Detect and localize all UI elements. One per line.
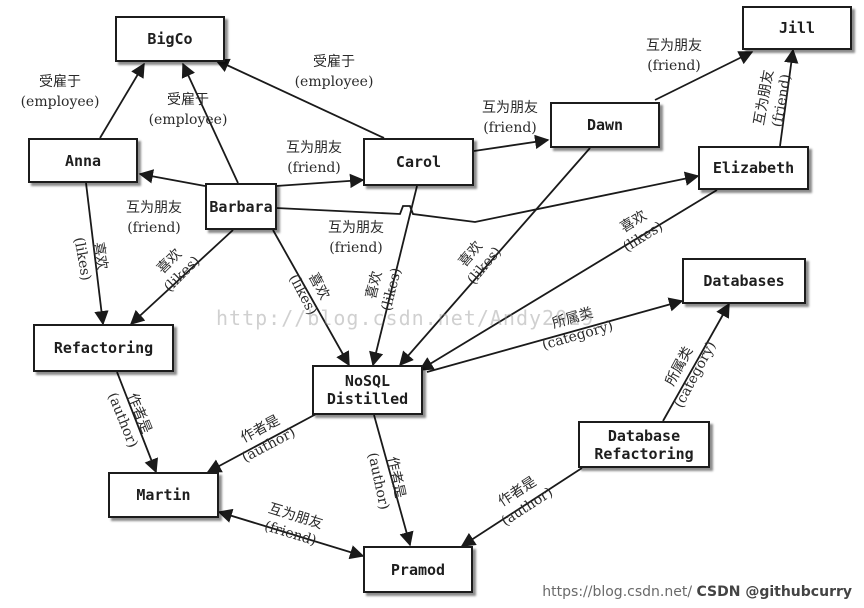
credit-url: https://blog.csdn.net/ (542, 584, 693, 600)
svg-text:(employee): (employee) (295, 74, 374, 90)
label-anna-bigco: 受雇于 (employee) (21, 73, 100, 110)
node-elizabeth[interactable]: Elizabeth (698, 146, 809, 190)
label-elizabeth-nosql: 喜欢 (likes) (618, 208, 666, 256)
svg-text:(friend): (friend) (127, 220, 181, 236)
edge-elizabeth-nosql (418, 189, 718, 371)
edge-barbara-elizabeth (275, 171, 700, 223)
node-nosql-distilled[interactable]: NoSQL Distilled (312, 365, 423, 415)
edge-refactoring-martin (116, 371, 158, 474)
node-barbara[interactable]: Barbara (205, 183, 277, 230)
node-martin[interactable]: Martin (108, 472, 219, 518)
node-dawn-label: Dawn (586, 116, 624, 134)
svg-text:互为朋友: 互为朋友 (646, 38, 702, 54)
svg-text:互为朋友: 互为朋友 (482, 100, 538, 116)
edge-dawn-jill (654, 51, 754, 101)
label-nosql-martin: 作者是 (author) (238, 412, 298, 466)
svg-text:(friend): (friend) (483, 120, 537, 136)
label-barbara-bigco: 受雇于 (employee) (149, 91, 228, 128)
label-dawn-nosql: 喜欢 (likes) (456, 238, 505, 287)
svg-text:(employee): (employee) (21, 94, 100, 110)
edge-martin-pramod (217, 508, 365, 560)
label-martin-pramod: 互为朋友 (friend) (262, 501, 324, 550)
node-carol[interactable]: Carol (363, 138, 474, 186)
svg-text:(likes): (likes) (70, 236, 93, 282)
label-dawn-jill: 互为朋友 (friend) (646, 38, 702, 74)
node-anna[interactable]: Anna (28, 138, 138, 183)
label-barbara-anna: 互为朋友 (friend) (126, 200, 182, 236)
label-dbref-pramod: 作者是 (author) (495, 474, 555, 530)
svg-text:受雇于: 受雇于 (39, 73, 81, 90)
node-dawn[interactable]: Dawn (550, 102, 660, 148)
node-database-refactoring[interactable]: Database Refactoring (578, 421, 710, 468)
svg-text:(friend): (friend) (287, 160, 341, 176)
label-barbara-carol: 互为朋友 (friend) (286, 140, 342, 176)
label-refactoring-martin: 作者是 (author) (104, 390, 154, 450)
credit-brand: CSDN @githubcurry (696, 584, 853, 600)
svg-text:受雇于: 受雇于 (313, 53, 355, 70)
edge-carol-nosql (369, 185, 418, 367)
svg-text:互为朋友: 互为朋友 (126, 200, 182, 216)
node-martin-label: Martin (136, 486, 191, 504)
svg-text:互为朋友: 互为朋友 (328, 220, 384, 236)
node-barbara-label: Barbara (209, 197, 273, 216)
edge-elizabeth-jill (779, 48, 799, 147)
node-dbref-label-line2: Refactoring (594, 444, 694, 463)
label-nosql-pramod: 作者是 (author) (364, 451, 408, 511)
edge-barbara-carol (275, 173, 365, 189)
edge-nosql-martin (206, 412, 319, 473)
label-barbara-elizabeth: 互为朋友 (friend) (328, 220, 384, 256)
svg-text:喜欢: 喜欢 (90, 241, 111, 271)
label-elizabeth-jill: 互为朋友 (friend) (751, 69, 794, 129)
node-nosql-label-line2: Distilled (326, 390, 409, 408)
edge-carol-bigco (214, 58, 385, 139)
svg-text:(friend): (friend) (647, 58, 701, 74)
edge-anna-refactoring (85, 182, 109, 326)
edge-barbara-nosql (272, 229, 350, 367)
edge-dbref-databases (662, 302, 730, 422)
node-anna-label: Anna (64, 151, 102, 170)
label-barbara-refactoring: 喜欢 (likes) (154, 246, 203, 295)
label-carol-bigco: 受雇于 (employee) (295, 53, 374, 90)
svg-text:喜欢: 喜欢 (363, 270, 385, 301)
node-databases[interactable]: Databases (682, 258, 806, 304)
node-jill[interactable]: Jill (742, 6, 852, 50)
label-carol-dawn: 互为朋友 (friend) (482, 100, 538, 136)
label-anna-refactoring: 喜欢 (likes) (70, 236, 111, 282)
svg-text:(employee): (employee) (149, 112, 228, 128)
edge-barbara-bigco (181, 62, 239, 184)
edge-carol-dawn (473, 134, 550, 152)
svg-text:受雇于: 受雇于 (167, 91, 209, 108)
node-elizabeth-label: Elizabeth (712, 159, 795, 177)
svg-text:(friend): (friend) (329, 240, 383, 256)
edge-nosql-pramod (373, 414, 414, 547)
node-databases-label: Databases (703, 272, 785, 290)
node-jill-label: Jill (778, 19, 816, 37)
node-bigco-label: BigCo (147, 30, 193, 48)
node-pramod[interactable]: Pramod (363, 546, 473, 593)
node-nosql-label-line1: NoSQL (344, 372, 391, 390)
node-refactoring[interactable]: Refactoring (33, 324, 174, 372)
node-refactoring-label: Refactoring (53, 339, 154, 357)
edge-dawn-nosql (399, 147, 591, 367)
edge-nosql-databases (426, 297, 684, 373)
node-bigco[interactable]: BigCo (115, 16, 225, 62)
label-nosql-databases: 所属类 (category) (540, 305, 615, 354)
node-carol-label: Carol (395, 153, 442, 171)
edge-barbara-refactoring (129, 229, 234, 325)
label-dbref-databases: 所属类 (category) (662, 339, 719, 411)
edge-barbara-anna (138, 169, 206, 187)
node-pramod-label: Pramod (390, 560, 446, 579)
node-dbref-label-line1: Database (607, 426, 681, 445)
edge-anna-bigco (99, 62, 145, 139)
edge-dbref-pramod (460, 467, 583, 547)
watermark: http://blog.csdn.net/Andy2019 (216, 306, 595, 330)
credit-text: https://blog.csdn.net/ CSDN @githubcurry (542, 584, 852, 600)
svg-text:互为朋友: 互为朋友 (286, 140, 342, 156)
